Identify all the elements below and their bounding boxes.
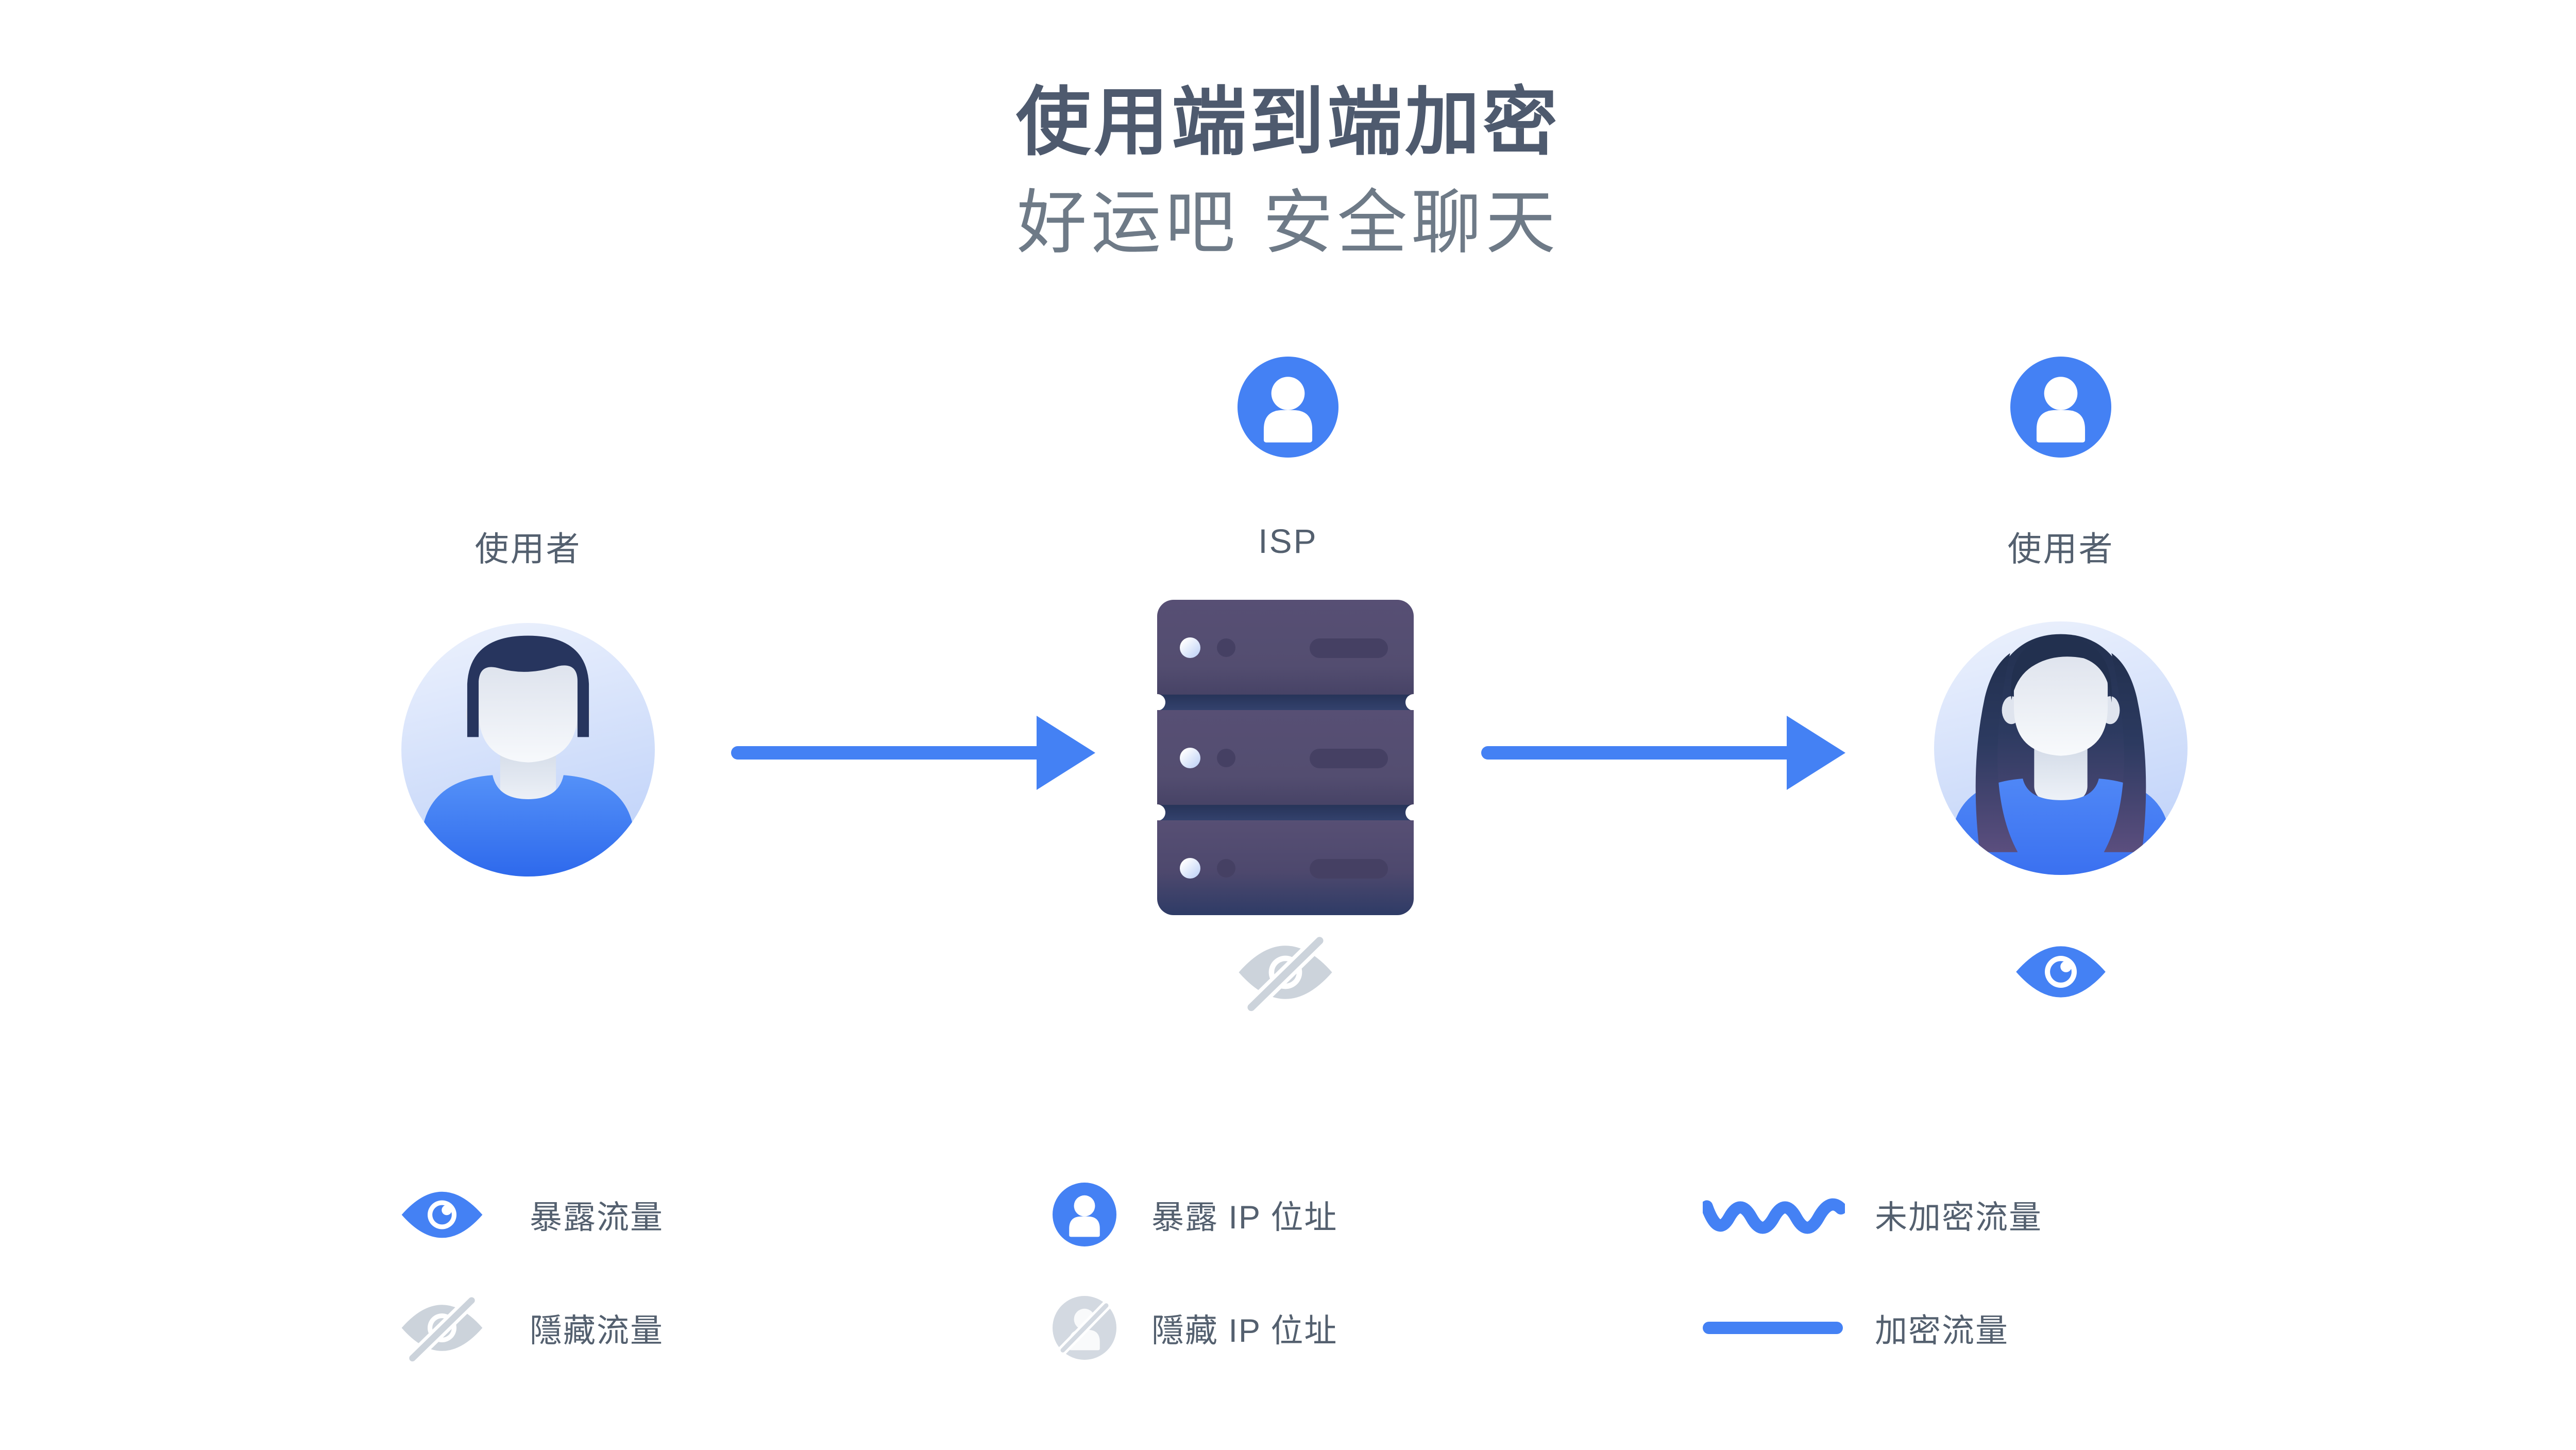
server-led-icon xyxy=(1180,858,1200,879)
right-user-label: 使用者 xyxy=(2007,530,2114,568)
user-icon xyxy=(1053,1183,1116,1246)
legend-label: 隱藏 IP 位址 xyxy=(1151,1312,1338,1349)
legend-item-unencrypted-traffic: 未加密流量 xyxy=(1703,1171,2042,1258)
female-avatar xyxy=(1934,621,2188,875)
page-subtitle: 好运吧 安全聊天 xyxy=(1016,183,1560,262)
legend-item-hidden-ip: 隱藏 IP 位址 xyxy=(1053,1284,1337,1372)
isp-server-illustration xyxy=(1149,600,1422,915)
legend-item-encrypted-traffic: 加密流量 xyxy=(1703,1284,2009,1372)
exposed-ip-badge-isp xyxy=(1238,357,1338,458)
eye-icon xyxy=(2013,943,2109,1001)
legend-item-hidden-traffic: 隱藏流量 xyxy=(399,1284,664,1372)
server-unit xyxy=(1157,600,1414,695)
server-unit xyxy=(1157,820,1414,915)
legend-item-exposed-ip: 暴露 IP 位址 xyxy=(1053,1171,1337,1258)
server-dot-icon xyxy=(1217,859,1235,878)
legend-label: 隱藏流量 xyxy=(530,1312,664,1349)
left-user-label: 使用者 xyxy=(474,530,582,568)
server-dot-icon xyxy=(1217,638,1235,657)
server-unit xyxy=(1157,710,1414,805)
wavy-line-icon xyxy=(1703,1189,1845,1240)
legend-label: 加密流量 xyxy=(1875,1312,2009,1349)
server-vent-bar xyxy=(1310,638,1388,658)
male-avatar xyxy=(401,623,655,876)
server-led-icon xyxy=(1180,748,1200,768)
legend-label: 未加密流量 xyxy=(1875,1199,2042,1236)
page-title: 使用端到端加密 xyxy=(1016,80,1561,164)
straight-line-icon xyxy=(1703,1322,1843,1334)
user-icon xyxy=(1263,377,1313,443)
eye-off-icon xyxy=(399,1292,485,1364)
eye-icon xyxy=(399,1189,485,1241)
legend-label: 暴露流量 xyxy=(530,1199,664,1236)
user-off-icon xyxy=(1053,1296,1116,1360)
legend-label: 暴露 IP 位址 xyxy=(1151,1199,1338,1236)
server-dot-icon xyxy=(1217,749,1235,767)
exposed-ip-badge-right-user xyxy=(2010,357,2111,458)
isp-label: ISP xyxy=(1258,522,1318,560)
server-led-icon xyxy=(1180,637,1200,658)
user-icon xyxy=(2036,377,2086,443)
eye-off-icon xyxy=(1235,931,1335,1014)
server-vent-bar xyxy=(1310,749,1388,768)
server-divider xyxy=(1149,804,1422,821)
server-divider xyxy=(1149,694,1422,711)
traffic-arrow-right xyxy=(1481,712,1851,794)
legend-item-exposed-traffic: 暴露流量 xyxy=(399,1171,664,1258)
traffic-arrow-left xyxy=(731,712,1100,794)
server-vent-bar xyxy=(1310,859,1388,879)
